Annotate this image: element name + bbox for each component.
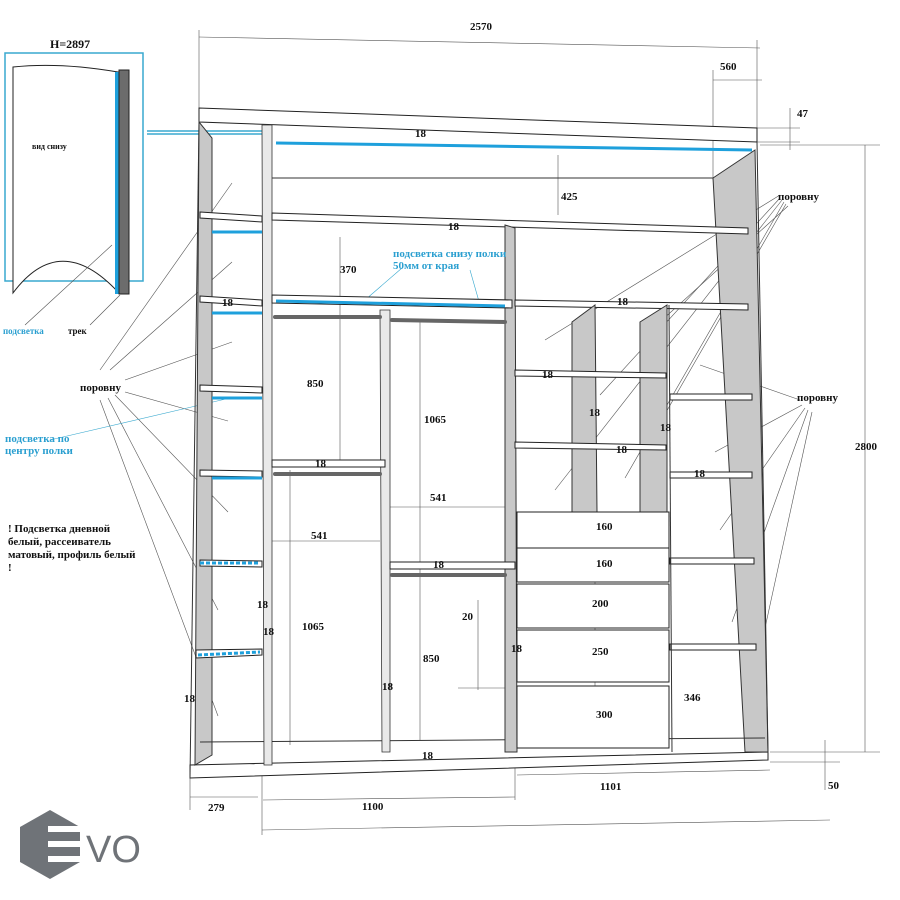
dim-label: 300 (596, 709, 613, 721)
dim-label: 1065 (424, 414, 447, 426)
warning-line-3: матовый, профиль белый (8, 549, 136, 561)
inset-bottom-view (4, 52, 268, 326)
dim-depth: 560 (720, 61, 737, 73)
dim-label: 18 (433, 559, 445, 571)
middle-shelf-left (271, 459, 386, 468)
dim-top-thickness: 47 (797, 108, 809, 120)
height-title: H=2897 (50, 37, 90, 51)
logo-text: VO (86, 829, 141, 871)
dim-label: 541 (311, 530, 328, 542)
drawer (516, 685, 670, 749)
led-strip (115, 72, 119, 294)
track-profile (118, 69, 130, 295)
warning-line-4: ! (8, 562, 12, 574)
right-section (514, 299, 757, 753)
dim-label: 18 (448, 221, 460, 233)
dim-label: 18 (422, 750, 434, 762)
dim-label: 1065 (302, 621, 325, 633)
dim-label: 18 (315, 458, 327, 470)
dim-label: 346 (684, 692, 701, 704)
warning-line-1: ! Подсветка дневной (8, 523, 111, 535)
view-label: вид снизу (32, 142, 67, 151)
dim-label: 18 (616, 444, 628, 456)
drawer (516, 547, 670, 583)
note-led-center-1: подсветка по (5, 433, 70, 445)
warning-line-2: белый, рассеиватель (8, 536, 111, 548)
left-shelves (195, 211, 263, 659)
dim-label: 850 (307, 378, 324, 390)
dim-label: 20 (462, 611, 474, 623)
drawer (516, 583, 670, 629)
dimension-lines (49, 30, 880, 835)
dim-label: 160 (596, 521, 613, 533)
note-equal-left: поровну (80, 382, 121, 394)
note-led-under-1: подсветка снизу полки (393, 248, 507, 260)
dim-label: 18 (222, 297, 234, 309)
dimension-labels: 2570 560 47 2800 50 279 1100 1101 18 425… (184, 21, 878, 814)
left-partition (261, 124, 273, 766)
dim-label: 18 (257, 599, 269, 611)
left-side-panel (194, 120, 213, 766)
hanging-rod (390, 318, 507, 324)
top-led (275, 141, 753, 152)
wardrobe-carcass (189, 107, 769, 779)
dim-label: 18 (415, 128, 427, 140)
drawer (516, 511, 670, 549)
dim-total-width: 2570 (470, 21, 493, 33)
dim-label: 541 (430, 492, 447, 504)
dim-label: 200 (592, 598, 609, 610)
drawer (516, 629, 670, 683)
dim-label: 18 (660, 422, 672, 434)
dim-label: 18 (617, 296, 629, 308)
dim-label: 18 (542, 369, 554, 381)
note-led-under-2: 50мм от края (393, 260, 459, 272)
notes: поровну поровну поровну подсветка по цен… (5, 191, 838, 574)
dim-label: 425 (561, 191, 578, 203)
right-side-panel (712, 149, 769, 753)
dim-middle-width: 1100 (362, 801, 384, 813)
dim-label: 18 (511, 643, 523, 655)
dim-left-width: 279 (208, 802, 225, 814)
plinth (189, 751, 769, 779)
dim-label: 370 (340, 264, 357, 276)
top-panel (198, 107, 758, 143)
dim-label: 18 (589, 407, 601, 419)
dim-total-height: 2800 (855, 441, 878, 453)
hat-shelf (271, 212, 749, 235)
dim-plinth: 50 (828, 780, 840, 792)
note-led-center-2: центру полки (5, 445, 74, 457)
note-equal-right-top: поровну (778, 191, 819, 203)
track-label: трек (68, 326, 88, 336)
dim-label: 250 (592, 646, 609, 658)
dim-label: 18 (184, 693, 196, 705)
dim-label: 18 (263, 626, 275, 638)
dim-label: 160 (596, 558, 613, 570)
dim-label: 18 (694, 468, 706, 480)
middle-shelf-right (389, 561, 516, 570)
middle-partition (379, 309, 391, 753)
led-label: подсветка (3, 326, 44, 336)
door-profile (12, 64, 119, 295)
note-equal-right: поровну (797, 392, 838, 404)
dim-right-width: 1101 (600, 781, 621, 793)
dim-label: 850 (423, 653, 440, 665)
evo-logo: VO (20, 810, 141, 879)
dim-label: 18 (382, 681, 394, 693)
